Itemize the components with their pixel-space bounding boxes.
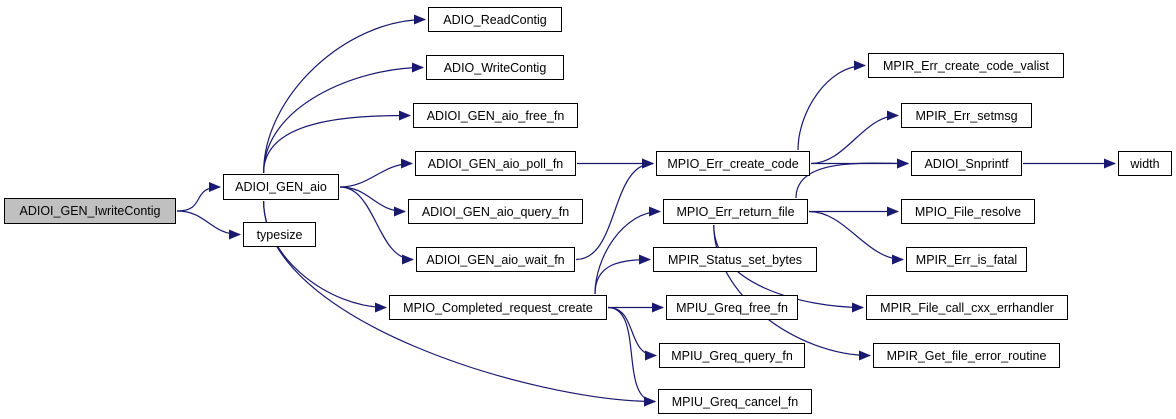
edge-waitfn-ecc <box>575 158 654 261</box>
node-resolve[interactable]: MPIO_File_resolve <box>901 199 1035 224</box>
node-iwrite: ADIOI_GEN_IwriteContig <box>4 198 176 224</box>
node-write[interactable]: ADIO_WriteContig <box>426 55 564 80</box>
edge-aio-pollfn <box>339 158 413 188</box>
node-snprintf[interactable]: ADIOI_Snprintf <box>911 151 1022 176</box>
node-freefn[interactable]: ADIOI_GEN_aio_free_fn <box>413 103 578 128</box>
edge-ecc-setmsg <box>810 110 899 165</box>
edge-aio-write <box>263 62 424 174</box>
edge-aio-waitfn <box>339 186 414 265</box>
node-ecc[interactable]: MPIO_Err_create_code <box>656 151 810 176</box>
node-gfree[interactable]: MPIU_Greq_free_fn <box>666 295 798 320</box>
node-getfile[interactable]: MPIR_Get_file_error_routine <box>873 343 1060 368</box>
node-queryfn[interactable]: ADIOI_GEN_aio_query_fn <box>408 199 583 224</box>
edge-erf-fatal <box>808 210 904 265</box>
node-aio[interactable]: ADIOI_GEN_aio <box>223 174 339 200</box>
edge-iwrite-typesize <box>176 210 241 240</box>
node-pollfn[interactable]: ADIOI_GEN_aio_poll_fn <box>415 151 576 176</box>
edge-erf-snprintf <box>795 158 909 199</box>
node-typesize[interactable]: typesize <box>243 222 316 247</box>
node-waitfn[interactable]: ADIOI_GEN_aio_wait_fn <box>416 247 575 272</box>
node-width[interactable]: width <box>1118 151 1172 176</box>
node-read[interactable]: ADIO_ReadContig <box>428 7 562 32</box>
edge-mcrc-gquery <box>607 306 657 361</box>
edge-aio-queryfn <box>339 186 406 217</box>
edge-mcrc-status <box>594 254 651 295</box>
edge-iwrite-aio <box>176 182 221 212</box>
node-gcancel[interactable]: MPIU_Greq_cancel_fn <box>658 389 812 414</box>
node-gquery[interactable]: MPIU_Greq_query_fn <box>659 343 805 368</box>
node-mcrc[interactable]: MPIO_Completed_request_create <box>389 295 607 320</box>
node-fatal[interactable]: MPIR_Err_is_fatal <box>906 247 1027 272</box>
edge-mcrc-gcancel <box>607 306 656 407</box>
edge-aio-freefn <box>263 110 411 174</box>
edge-ecc-valist <box>797 60 866 151</box>
node-erf[interactable]: MPIO_Err_return_file <box>663 199 808 224</box>
edge-erf-getfile <box>713 224 871 361</box>
node-setmsg[interactable]: MPIR_Err_setmsg <box>901 103 1032 128</box>
edge-mcrc-erf <box>594 206 661 295</box>
node-cxx[interactable]: MPIR_File_call_cxx_errhandler <box>866 295 1068 320</box>
node-status[interactable]: MPIR_Status_set_bytes <box>653 247 817 272</box>
edge-erf-cxx <box>713 224 864 313</box>
edge-aio-read <box>263 14 426 174</box>
edge-aio-gcancel <box>263 200 656 407</box>
node-valist[interactable]: MPIR_Err_create_code_valist <box>868 53 1064 78</box>
